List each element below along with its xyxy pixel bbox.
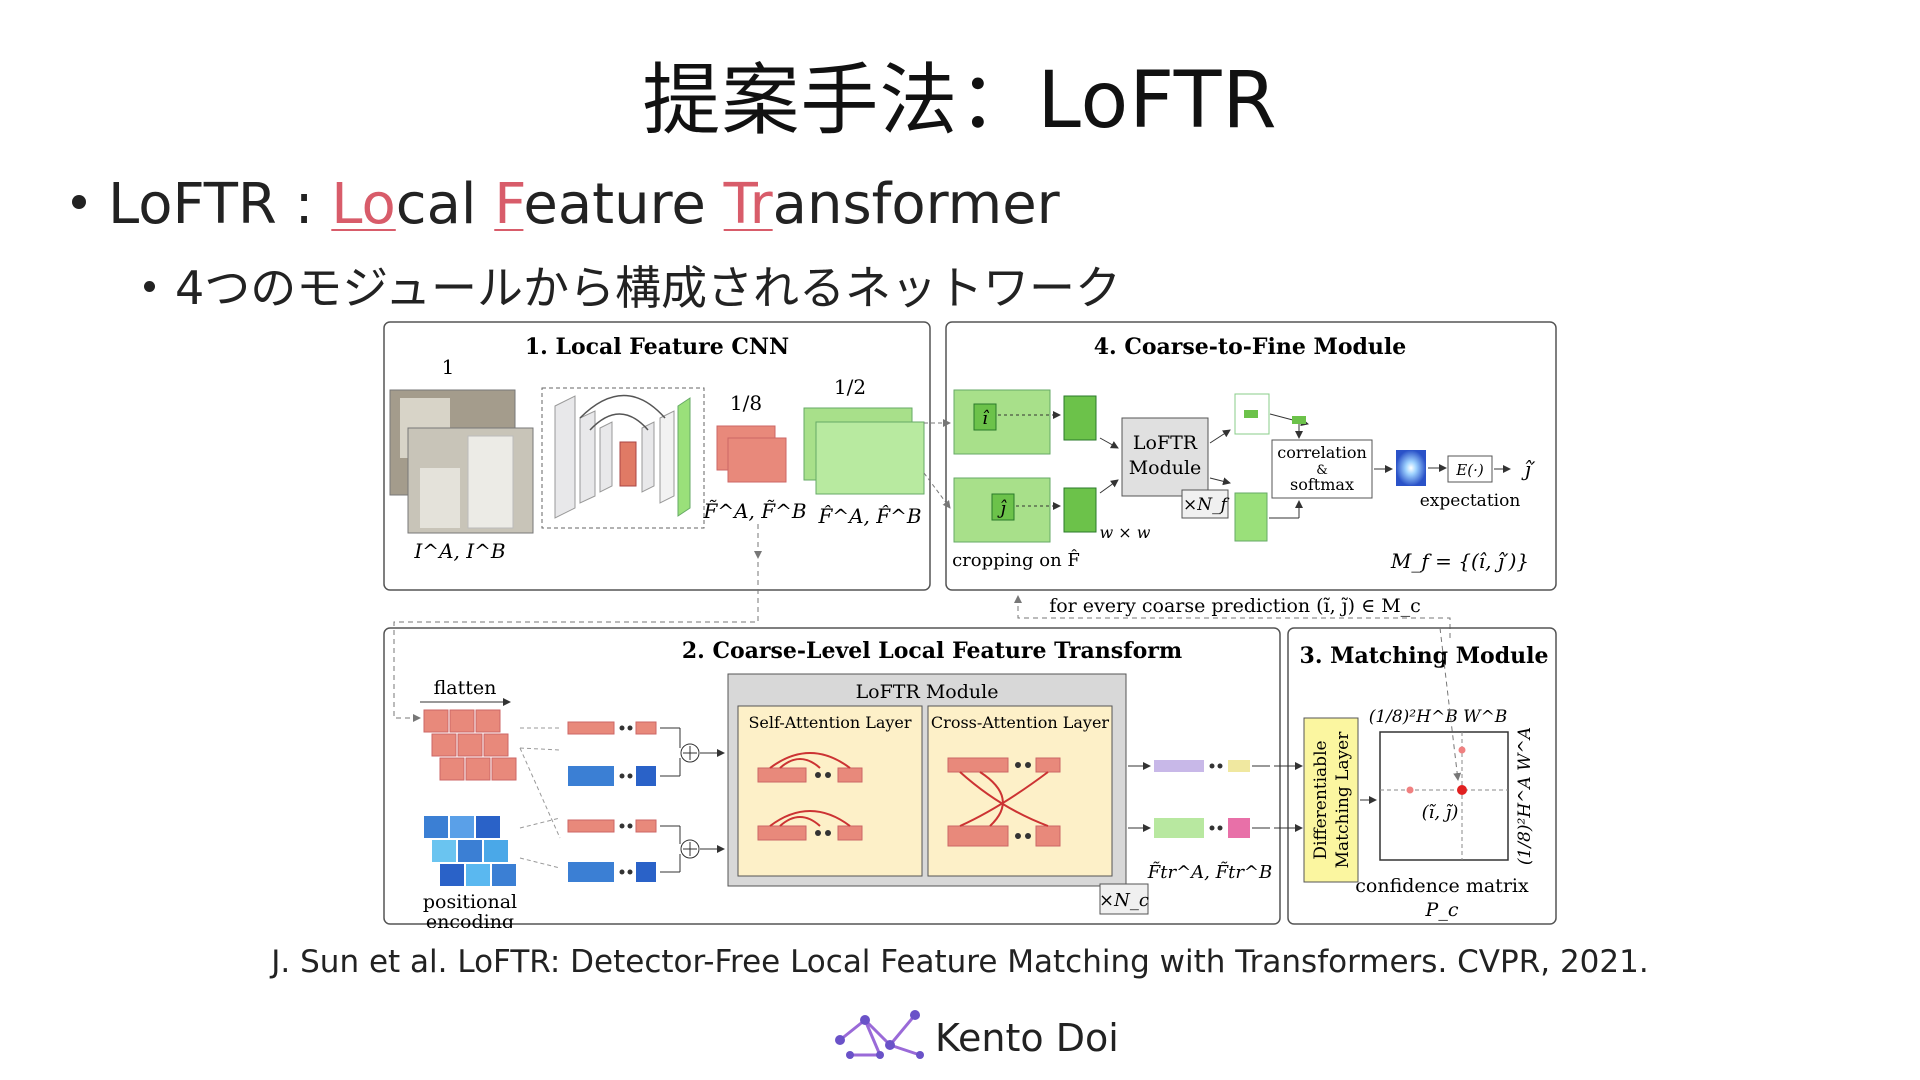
positional-line1: positional bbox=[423, 891, 517, 913]
panel-local-feature-cnn bbox=[383, 321, 931, 591]
panel-coarse-to-fine bbox=[945, 321, 1557, 591]
corr-line1: correlation bbox=[1277, 443, 1367, 462]
confidence-label: confidence matrix bbox=[1355, 875, 1529, 897]
for-every-label: for every coarse prediction (ĩ, j̃) ∈ M_… bbox=[1049, 595, 1421, 617]
positional-encoding-grid bbox=[424, 816, 516, 886]
confidence-matrix bbox=[1379, 731, 1509, 861]
bullet2-text: 4つのモジュールから構成されるネットワーク bbox=[175, 261, 1122, 315]
bullet1-expansion: Local Feature Transformer bbox=[331, 172, 1059, 237]
bullet-dot bbox=[144, 281, 155, 292]
scale-1-2-label: 1/2 bbox=[834, 375, 866, 399]
coarse-map-b bbox=[727, 437, 787, 483]
i-hat-label: î bbox=[982, 408, 990, 429]
network-logo-icon bbox=[835, 1010, 924, 1059]
matrix-side-label: (1/8)²H^A W^A bbox=[1515, 727, 1535, 865]
output-tokens bbox=[1154, 760, 1250, 838]
correlation-box bbox=[1271, 439, 1373, 499]
loftr-module-fine bbox=[1121, 417, 1209, 497]
self-attention-layer bbox=[737, 705, 923, 877]
self-attention-label: Self-Attention Layer bbox=[748, 713, 911, 732]
coarse-feature-label: F̃^A, F̃^B bbox=[702, 499, 806, 523]
e-func-label: E(·) bbox=[1455, 461, 1484, 479]
fine-feature-label: F̂^A, F̂^B bbox=[817, 504, 921, 528]
crop-i bbox=[953, 389, 1051, 455]
diff-matching-line1: Differentiable bbox=[1311, 740, 1331, 859]
flatten-label: flatten bbox=[434, 677, 497, 699]
cnn-dashed-box bbox=[541, 387, 705, 529]
j-hat-label: ĵ bbox=[997, 498, 1007, 519]
matrix-top-label: (1/8)²H^B W^B bbox=[1369, 707, 1508, 727]
bullet1-text: eature bbox=[523, 172, 724, 237]
scale-1-label: 1 bbox=[442, 355, 455, 379]
nc-badge bbox=[1099, 883, 1149, 915]
patch-b bbox=[1063, 487, 1097, 533]
highlight-letters: Lo bbox=[331, 172, 396, 237]
highlight-letters: F bbox=[494, 172, 524, 237]
differentiable-matching-box bbox=[1303, 717, 1359, 883]
cropping-label: cropping on F̂ bbox=[952, 549, 1080, 571]
ij-tilde-label: (ĩ, j̃) bbox=[1422, 802, 1459, 823]
positional-line2: encoding bbox=[426, 911, 514, 928]
bullet-modules: 4つのモジュールから構成されるネットワーク bbox=[144, 252, 1121, 318]
bullet1-prefix: LoFTR : bbox=[108, 172, 332, 237]
panel3-title: 3. Matching Module bbox=[1300, 643, 1549, 669]
nf-badge bbox=[1181, 489, 1229, 519]
highlight-letters: Tr bbox=[723, 172, 773, 237]
citation: J. Sun et al. LoFTR: Detector-Free Local… bbox=[271, 944, 1649, 980]
token-rows bbox=[567, 721, 657, 882]
panel2-title: 2. Coarse-Level Local Feature Transform bbox=[682, 638, 1182, 664]
j-hat-prime-label: ĵ′ bbox=[1521, 457, 1536, 481]
input-label: I^A, I^B bbox=[413, 539, 505, 563]
fine-map-b bbox=[815, 421, 925, 495]
slide-title: 提案手法：LoFTR bbox=[642, 56, 1278, 146]
expectation-label: expectation bbox=[1420, 491, 1521, 511]
fine-patch bbox=[1234, 492, 1268, 542]
bullet1-text: cal bbox=[395, 172, 495, 237]
cross-attention-label: Cross-Attention Layer bbox=[931, 713, 1110, 732]
author-name: Kento Doi bbox=[935, 1016, 1119, 1060]
nf-label: ×N_f bbox=[1183, 495, 1230, 515]
nc-label: ×N_c bbox=[1099, 890, 1149, 911]
panel-coarse-transform bbox=[383, 627, 1281, 925]
cross-attention-tokens bbox=[947, 757, 1061, 847]
loftr-architecture-figure: 1. Local Feature CNN 1 I^A, I^B 1/8 F̃^A… bbox=[380, 318, 1560, 933]
corr-line3: softmax bbox=[1290, 475, 1354, 494]
loftr-module-coarse-title: LoFTR Module bbox=[856, 681, 999, 703]
corr-line2: & bbox=[1316, 463, 1328, 478]
panel4-title: 4. Coarse-to-Fine Module bbox=[1094, 334, 1407, 360]
pc-label: P_c bbox=[1425, 899, 1459, 921]
self-attention-tokens bbox=[757, 752, 863, 841]
match-point bbox=[1457, 785, 1467, 795]
loftr-module-line1: LoFTR bbox=[1133, 432, 1198, 454]
scale-1-8-label: 1/8 bbox=[730, 391, 762, 415]
ftr-label: F̃tr^A, F̃tr^B bbox=[1147, 861, 1273, 883]
bullet-dot bbox=[72, 194, 86, 209]
panel1-title: 1. Local Feature CNN bbox=[525, 334, 789, 360]
fine-window bbox=[1234, 393, 1270, 435]
bullet1-text: ansformer bbox=[772, 172, 1060, 237]
w-by-w-label: w × w bbox=[1100, 523, 1151, 542]
mf-label: M_f = {(î, ĵ′)} bbox=[1390, 549, 1529, 573]
coarse-grid-salmon bbox=[423, 709, 517, 781]
loftr-module-line2: Module bbox=[1129, 457, 1202, 479]
expectation-box bbox=[1447, 455, 1493, 483]
patch-a bbox=[1063, 395, 1097, 441]
bullet-loftr: LoFTR : Local Feature Transformer bbox=[72, 172, 1060, 237]
diff-matching-line2: Matching Layer bbox=[1333, 731, 1353, 869]
heatmap bbox=[1396, 450, 1426, 486]
panel-matching-module bbox=[1287, 627, 1557, 925]
